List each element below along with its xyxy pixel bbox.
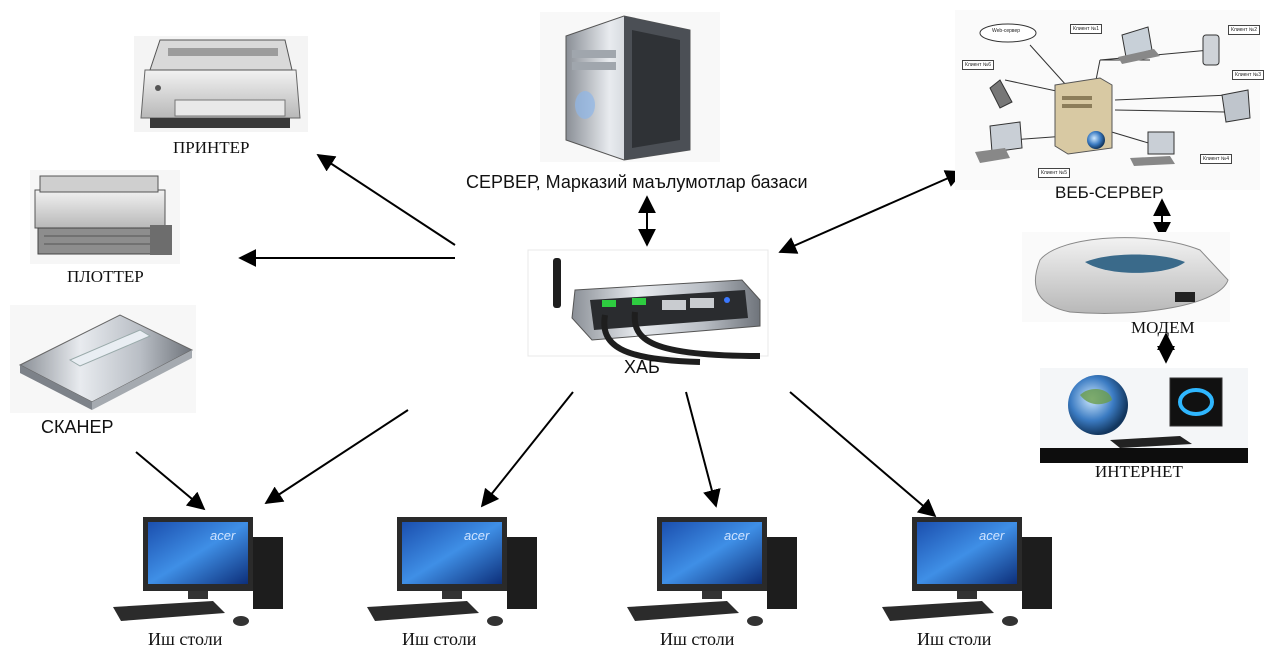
- workstation-3-label: Иш столи: [660, 629, 735, 649]
- arrow-hub-printer: [316, 154, 456, 246]
- arrow-scanner-ws1: [135, 451, 206, 511]
- workstation-1-brand: acer: [210, 528, 236, 543]
- inset-label-client-1: Клиент №1: [1070, 24, 1102, 34]
- printer-label: ПРИНТЕР: [173, 138, 250, 157]
- arrow-hub-ws2: [480, 391, 574, 508]
- inset-label-client-6: Клиент №6: [962, 60, 994, 70]
- printer-image: [134, 36, 308, 132]
- arrow-hub-ws3: [685, 391, 721, 508]
- plotter-image: [30, 170, 180, 264]
- internet-label: ИНТЕРНЕТ: [1095, 462, 1183, 481]
- arrow-hub-ws4: [789, 391, 937, 518]
- plotter-label: ПЛОТТЕР: [67, 267, 144, 286]
- workstation-2-label: Иш столи: [402, 629, 477, 649]
- scanner-label: СКАНЕР: [41, 417, 114, 437]
- server-label: СЕРВЕР, Марказий маълумотлар базаси: [466, 172, 808, 192]
- hub-image: [527, 249, 769, 365]
- connection-arrows: [135, 154, 1175, 518]
- workstation-2-image: [367, 517, 537, 626]
- modem-image: [1022, 232, 1230, 322]
- inset-label-client-3: Клиент №3: [1232, 70, 1264, 80]
- inset-label-web-server: Web-сервер: [992, 28, 1021, 34]
- modem-label: МОДЕМ: [1131, 318, 1195, 337]
- workstation-4-image: [882, 517, 1052, 626]
- server-image: [540, 12, 720, 162]
- workstation-1-image: [113, 517, 283, 626]
- inset-label-client-2: Клиент №2: [1228, 25, 1260, 35]
- workstation-3-image: [627, 517, 797, 626]
- scanner-image: [10, 305, 196, 413]
- inset-label-client-5: Клиент №5: [1038, 168, 1070, 178]
- webserver-label: ВЕБ-СЕРВЕР: [1055, 183, 1164, 202]
- hub-label: ХАБ: [624, 357, 660, 377]
- workstation-1-label: Иш столи: [148, 629, 223, 649]
- arrow-hub-webserver: [778, 170, 964, 254]
- workstation-2-brand: acer: [464, 528, 490, 543]
- workstation-4-label: Иш столи: [917, 629, 992, 649]
- workstation-3-brand: acer: [724, 528, 750, 543]
- inset-label-client-4: Клиент №4: [1200, 154, 1232, 164]
- arrow-hub-ws1: [264, 409, 409, 504]
- workstation-4-brand: acer: [979, 528, 1005, 543]
- internet-image: [1040, 368, 1248, 463]
